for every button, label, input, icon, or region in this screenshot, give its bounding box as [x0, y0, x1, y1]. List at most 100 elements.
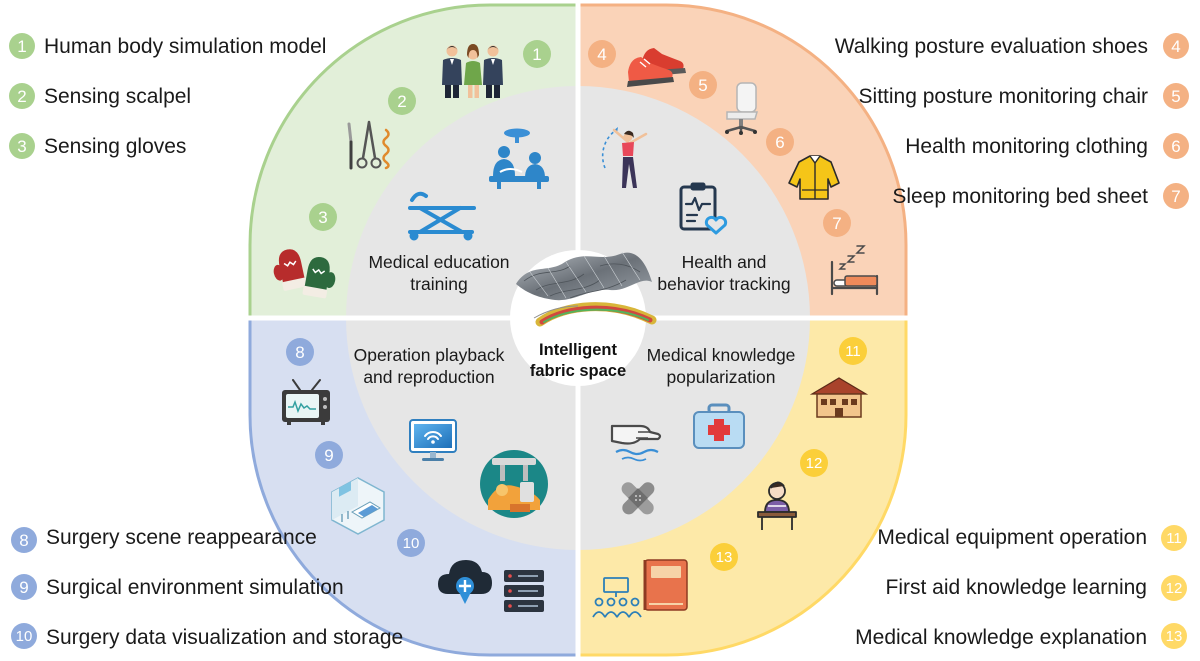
server-stack-icon: [504, 570, 544, 612]
svg-text:First aid knowledge learning: First aid knowledge learning: [886, 576, 1147, 599]
ring-badge-7: 7: [823, 209, 851, 237]
tv-monitor-icon: [282, 379, 330, 425]
ring-badge-4: 4: [588, 40, 616, 68]
ring-badge-5: 5: [689, 71, 717, 99]
sector-label-bottom-left: Operation playback and reproduction: [354, 345, 505, 387]
legend-item-2: 2 Sensing scalpel: [9, 83, 191, 109]
svg-text:Health monitoring clothing: Health monitoring clothing: [905, 135, 1148, 158]
legend-item-9: 9 Surgical environment simulation: [11, 574, 344, 600]
svg-text:behavior tracking: behavior tracking: [657, 274, 790, 294]
svg-text:4: 4: [597, 45, 606, 64]
office-chair-icon: [725, 82, 758, 135]
ring-badge-6: 6: [766, 128, 794, 156]
svg-text:Surgery scene reappearance: Surgery scene reappearance: [46, 526, 317, 549]
svg-text:9: 9: [324, 446, 333, 465]
center-title-line-1: Intelligent: [539, 341, 617, 359]
svg-text:7: 7: [832, 214, 841, 233]
svg-text:2: 2: [17, 87, 26, 106]
svg-text:Operation playback: Operation playback: [354, 345, 505, 365]
sleep-bed-icon: [830, 245, 879, 296]
svg-text:Sitting posture monitoring cha: Sitting posture monitoring chair: [859, 85, 1148, 108]
legend-item-13: Medical knowledge explanation 13: [855, 623, 1187, 649]
surgeons-operating-icon: [489, 128, 549, 189]
sector-label-bottom-right: Medical knowledge popularization: [647, 345, 796, 387]
surgical-tools-icon: [347, 120, 390, 170]
human-figures-icon: [442, 44, 503, 98]
ring-badge-3: 3: [309, 203, 337, 231]
svg-text:and reproduction: and reproduction: [363, 367, 494, 387]
hospital-room-icon: [331, 477, 385, 535]
ring-badge-12: 12: [800, 449, 828, 477]
svg-text:10: 10: [403, 535, 420, 552]
svg-text:3: 3: [17, 137, 26, 156]
svg-text:Surgical environment simulatio: Surgical environment simulation: [46, 576, 344, 599]
sector-edge-bottom-right: [580, 320, 908, 657]
surgical-robot-icon: [480, 450, 548, 518]
sector-edge-top-right: [580, 3, 908, 316]
hand-scanner-icon: [610, 424, 662, 462]
legend-item-3: 3 Sensing gloves: [9, 133, 186, 159]
legend-item-8: 8 Surgery scene reappearance: [11, 526, 317, 553]
mittens-icon: [273, 249, 336, 299]
cloud-upload-icon: [438, 560, 492, 604]
svg-text:Sleep monitoring bed sheet: Sleep monitoring bed sheet: [892, 185, 1148, 208]
svg-text:training: training: [410, 274, 467, 294]
svg-text:5: 5: [1171, 87, 1180, 106]
svg-text:8: 8: [19, 531, 28, 550]
svg-text:13: 13: [1166, 628, 1183, 645]
smart-fabric-icon: [516, 251, 657, 327]
sector-label-top-right: Health and behavior tracking: [657, 252, 790, 294]
svg-text:1: 1: [17, 37, 26, 56]
svg-text:Walking posture evaluation sho: Walking posture evaluation shoes: [835, 35, 1148, 58]
svg-text:Medical knowledge explanation: Medical knowledge explanation: [855, 626, 1147, 649]
svg-text:Medical knowledge: Medical knowledge: [647, 345, 796, 365]
svg-text:13: 13: [716, 549, 733, 566]
legend-item-7: Sleep monitoring bed sheet 7: [892, 183, 1189, 209]
svg-text:Human body simulation model: Human body simulation model: [44, 35, 326, 58]
svg-text:Health and: Health and: [682, 252, 767, 272]
first-aid-kit-icon: [693, 403, 745, 449]
legend-item-4: Walking posture evaluation shoes 4: [835, 33, 1189, 59]
ring-badge-11: 11: [839, 337, 867, 365]
health-clipboard-icon: [679, 182, 728, 235]
stretcher-icon: [408, 191, 476, 241]
svg-text:Surgery data visualization and: Surgery data visualization and storage: [46, 626, 403, 649]
exercising-woman-icon: [601, 127, 648, 188]
svg-text:4: 4: [1171, 37, 1180, 56]
book-icon: [643, 559, 688, 611]
svg-text:11: 11: [1166, 530, 1182, 547]
legend-item-5: Sitting posture monitoring chair 5: [859, 83, 1189, 109]
svg-text:10: 10: [16, 628, 33, 645]
legend-item-12: First aid knowledge learning 12: [886, 575, 1187, 601]
svg-text:Medical equipment operation: Medical equipment operation: [877, 526, 1147, 549]
ring-badge-13: 13: [710, 543, 738, 571]
svg-text:5: 5: [698, 76, 707, 95]
svg-text:6: 6: [775, 133, 784, 152]
legend-item-11: Medical equipment operation 11: [877, 525, 1187, 551]
svg-text:popularization: popularization: [667, 367, 776, 387]
classroom-icon: [592, 577, 642, 618]
school-building-icon: [809, 377, 869, 418]
svg-text:2: 2: [397, 92, 406, 111]
sector-label-top-left: Medical education training: [368, 252, 509, 294]
jacket-icon: [788, 155, 840, 200]
svg-text:7: 7: [1171, 187, 1180, 206]
running-shoes-icon: [627, 48, 686, 87]
svg-text:Sensing gloves: Sensing gloves: [44, 135, 186, 158]
svg-text:8: 8: [295, 343, 304, 362]
sector-edge-top-left: [248, 3, 576, 316]
ring-badge-2: 2: [388, 87, 416, 115]
svg-text:12: 12: [806, 455, 823, 472]
ring-badge-9: 9: [315, 441, 343, 469]
svg-text:6: 6: [1171, 137, 1180, 156]
svg-text:11: 11: [845, 343, 861, 360]
student-desk-icon: [757, 481, 797, 530]
bandage-icon: [621, 482, 655, 515]
legend-item-10: 10 Surgery data visualization and storag…: [11, 623, 403, 649]
svg-text:Sensing scalpel: Sensing scalpel: [44, 85, 191, 108]
sector-edge-bottom-left: [248, 320, 576, 657]
wifi-monitor-icon: [409, 419, 457, 461]
legend-item-6: Health monitoring clothing 6: [905, 133, 1189, 159]
ring-badge-1: 1: [523, 40, 551, 68]
